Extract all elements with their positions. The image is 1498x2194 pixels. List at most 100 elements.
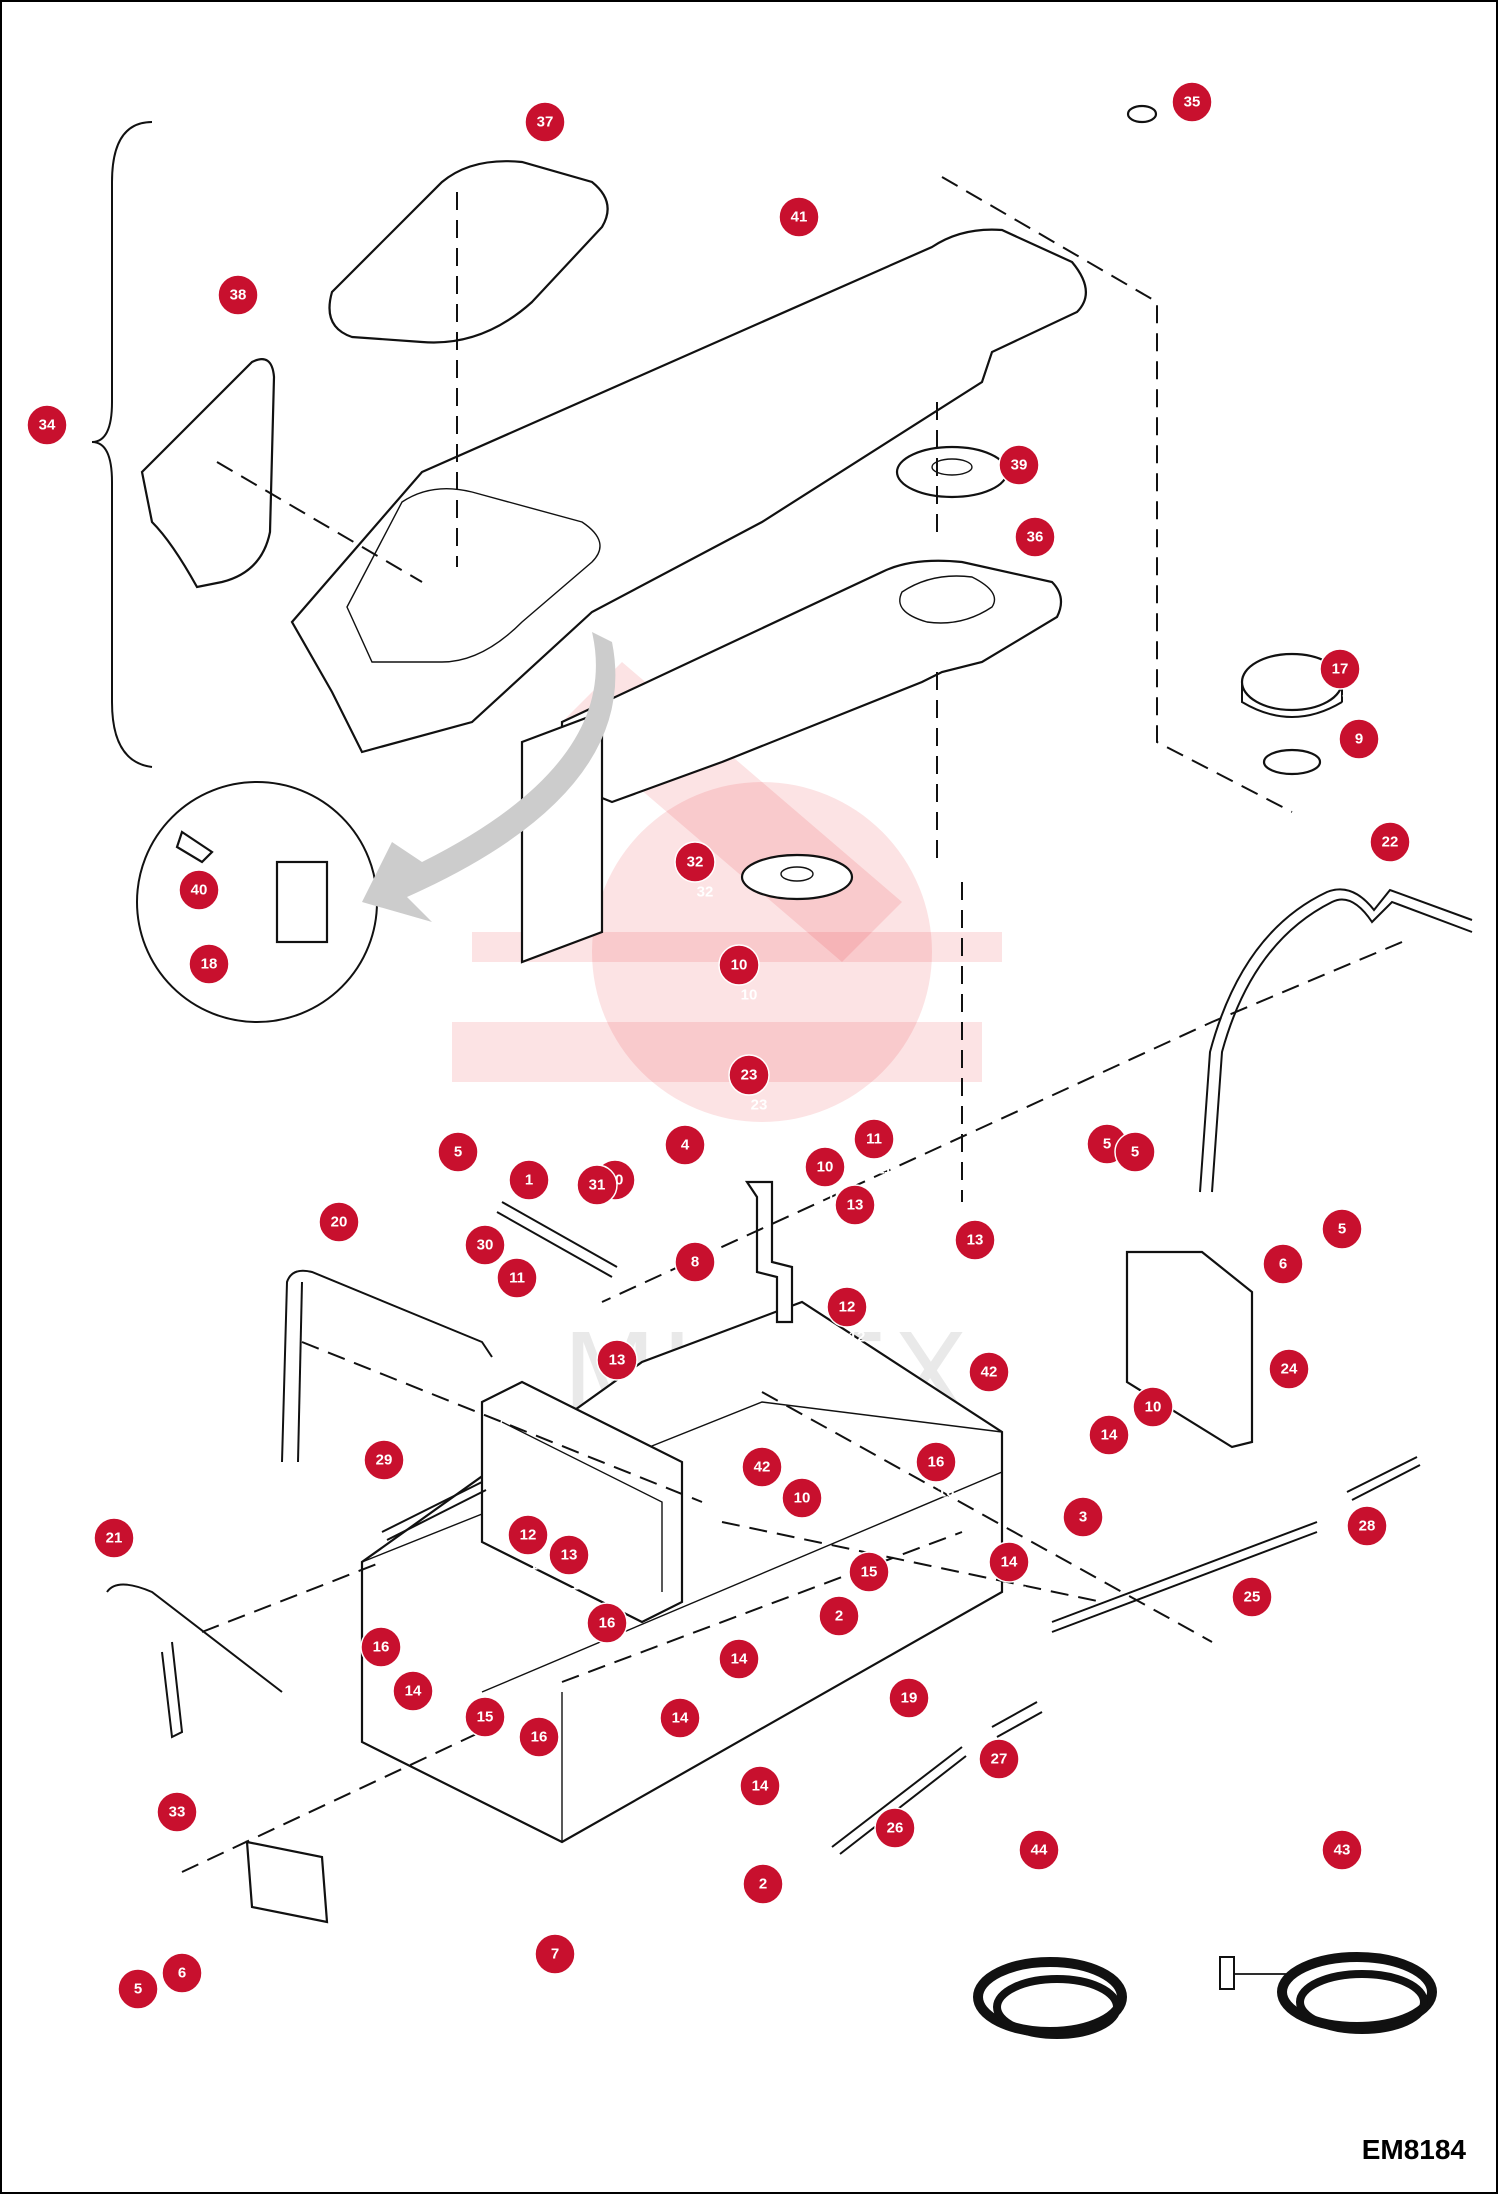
callout-badge-label: 25: [1244, 1589, 1261, 1606]
part-20-edge-trim: [281, 1269, 493, 1463]
part-number-label: 33: [179, 1834, 196, 1851]
part-32-washer: [740, 853, 854, 901]
callout-badge: [718, 1638, 760, 1680]
part-number-label: 38: [240, 317, 257, 334]
callout-badge-label: 20: [331, 1214, 348, 1231]
callout-badge-label: 10: [731, 957, 748, 974]
callout-badge-label: 17: [1332, 661, 1349, 678]
part-number-label: 10: [1155, 1429, 1172, 1446]
callout-5: 55: [437, 1131, 479, 1191]
callout-badge: [1018, 1829, 1060, 1871]
part-number-label: 9: [1365, 761, 1373, 778]
callout-badge-label: 2: [835, 1608, 843, 1625]
callout-badge-label: 14: [1001, 1554, 1018, 1571]
callout-badge-label: 24: [1281, 1361, 1298, 1378]
callout-badge: [1062, 1496, 1104, 1538]
callout-badge: [93, 1517, 135, 1559]
part-number-label: 41: [801, 239, 818, 256]
part-number-label: 5: [1113, 1166, 1121, 1183]
callout-badge: [778, 196, 820, 238]
part-number-label: 20: [341, 1244, 358, 1261]
part-number-label: 7: [561, 1976, 569, 1993]
callout-badge-label: 11: [866, 1131, 882, 1148]
callout-badge: [576, 1164, 618, 1206]
callout-badge-label: 10: [817, 1159, 834, 1176]
part-number-label: 14: [762, 1808, 779, 1825]
detail-circle-key-switch: [136, 781, 378, 1023]
callout-badge-label: 42: [754, 1459, 771, 1476]
part-number-label: 42: [764, 1489, 781, 1506]
callout-badge: [1114, 1131, 1156, 1173]
callout-badge-label: 27: [991, 1751, 1008, 1768]
part-number-label: 10: [617, 1202, 634, 1219]
callout-25: 25 25: [1231, 1576, 1273, 1636]
callout-badge-label: 10: [1145, 1399, 1162, 1416]
callout-badge-label: 43: [1334, 1842, 1351, 1859]
callout-badge: [968, 1351, 1010, 1393]
callout-badge-label: 40: [191, 882, 208, 899]
part-number-label: 5: [464, 1174, 472, 1191]
part-25-strip: [1051, 1521, 1318, 1623]
part-number-label: 5: [1141, 1174, 1149, 1191]
callout-badge-label: 1: [525, 1172, 533, 1189]
callout-badge-label: 36: [1027, 529, 1044, 546]
callout-badge-label: 38: [230, 287, 247, 304]
callout-badge-label: 12: [839, 1299, 856, 1316]
part-36-base-pan: [560, 559, 1063, 804]
part-number-label: 14: [415, 1713, 432, 1730]
part-number-label: 13: [619, 1382, 636, 1399]
callout-5: 55: [117, 1968, 159, 2028]
callout-badge: [1338, 718, 1380, 760]
part-number-label: 3: [1089, 1539, 1097, 1556]
callout-10: 10 10: [1132, 1386, 1174, 1446]
callout-badge: [318, 1201, 360, 1243]
callout-badge-label: 3: [1079, 1509, 1087, 1526]
callout-badge-label: 14: [1101, 1427, 1118, 1444]
part-number-label: 5: [1348, 1251, 1356, 1268]
callout-8: 88: [674, 1241, 716, 1301]
part-number-label: 43: [1344, 1872, 1361, 1889]
callout-badge-label: 15: [477, 1709, 494, 1726]
part-number-label: 25: [1254, 1619, 1271, 1636]
callout-2: 22: [818, 1595, 860, 1655]
callout-badge-label: 10: [794, 1490, 811, 1507]
callout-badge: [1321, 1208, 1363, 1250]
callout-9: 99: [1338, 718, 1380, 778]
callout-badge-label: 30: [477, 1237, 494, 1254]
callout-badge: [1014, 516, 1056, 558]
callout-badge-label: 8: [691, 1254, 699, 1271]
part-number-label: 27: [1001, 1781, 1018, 1798]
callout-badge: [161, 1952, 203, 1994]
callout-badge-label: 13: [847, 1197, 864, 1214]
callout-badge-label: 9: [1355, 731, 1363, 748]
part-number-label: 4: [691, 1167, 700, 1184]
callout-badge-label: 4: [681, 1137, 690, 1154]
callout-badge: [508, 1159, 550, 1201]
part-26-strip: [831, 1746, 963, 1848]
callout-badge: [848, 1551, 890, 1593]
part-number-label: 19: [911, 1720, 928, 1737]
callout-badge: [117, 1968, 159, 2010]
part-number-label: 8: [701, 1284, 709, 1301]
callout-38: 38 38: [217, 274, 259, 334]
callout-badge-label: 37: [537, 114, 554, 131]
callout-badge-label: 41: [791, 209, 808, 226]
callout-27: 27 27: [978, 1738, 1020, 1798]
callout-badge: [674, 1241, 716, 1283]
group-bracket: [91, 121, 153, 768]
